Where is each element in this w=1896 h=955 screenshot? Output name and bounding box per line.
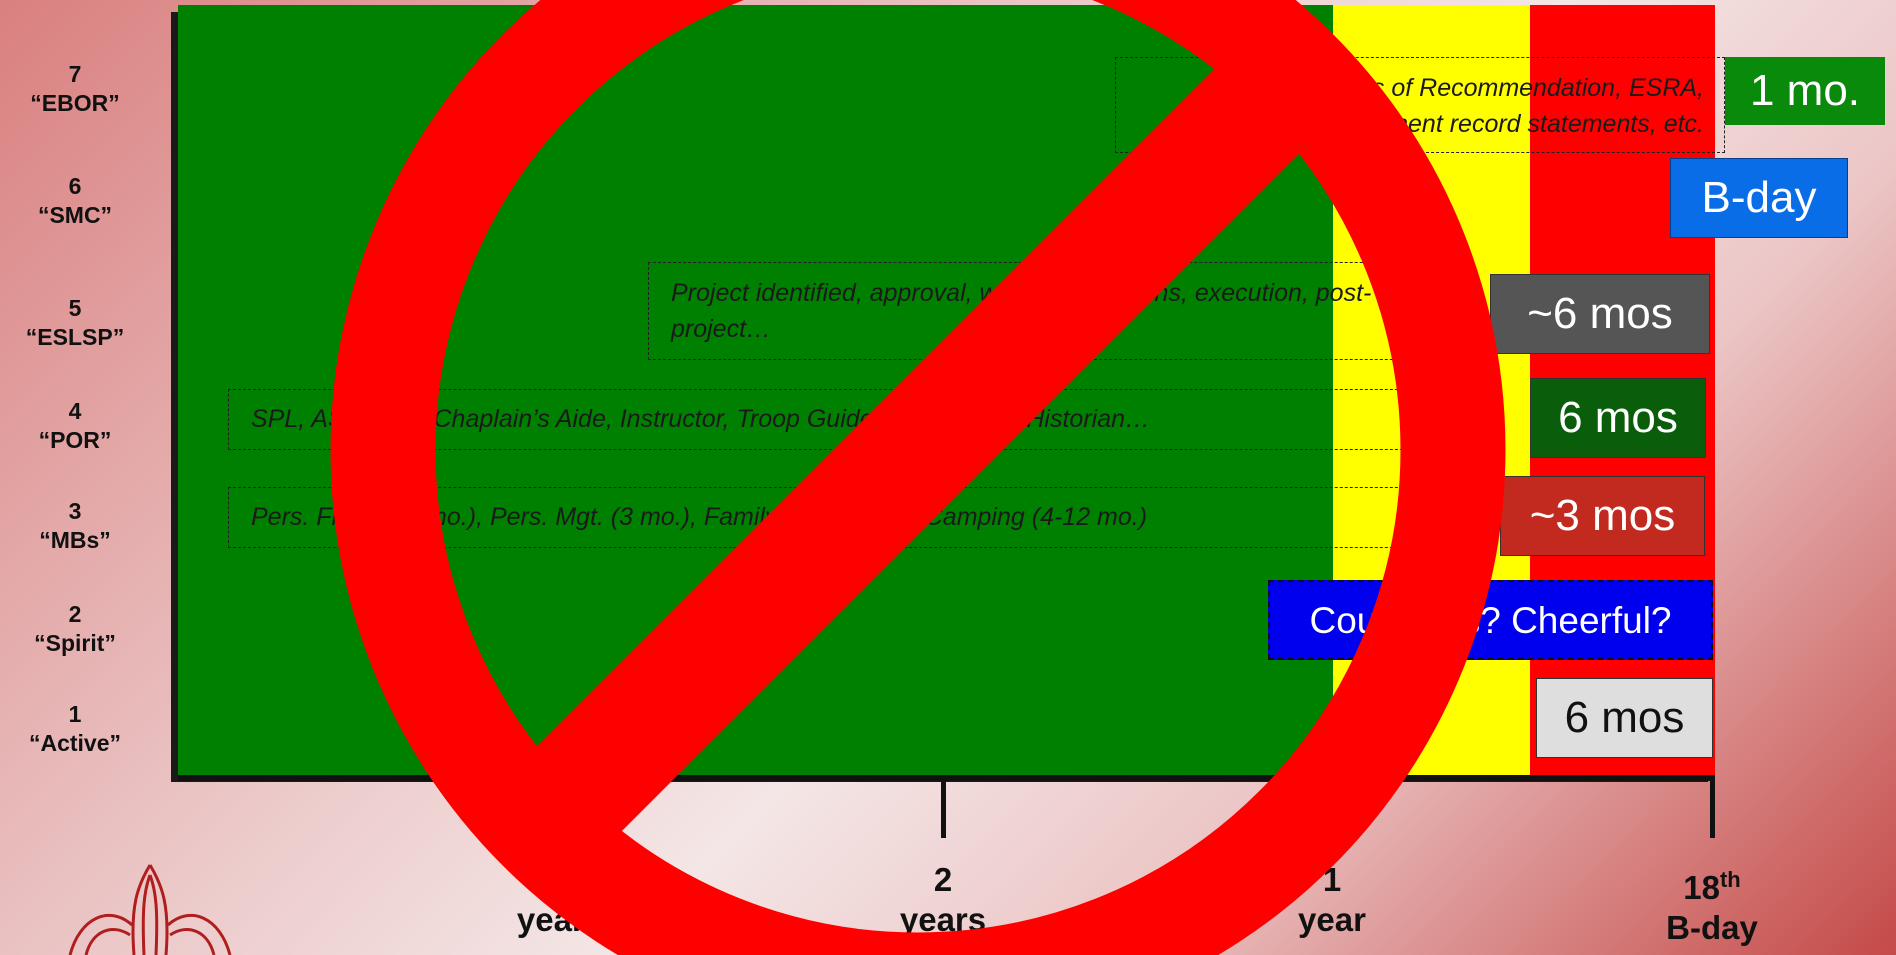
timeline-axis	[178, 775, 1715, 781]
smc-duration: B-day	[1670, 158, 1848, 238]
por-duration: 6 mos	[1530, 378, 1706, 458]
spirit-duration: Courteous? Cheerful?	[1268, 580, 1713, 660]
req-4-label: 4 “POR”	[38, 398, 112, 453]
label-2-years: 2 years	[899, 861, 987, 938]
prohibited-slash	[497, 29, 1339, 871]
req-3-label: 3 “MBs”	[39, 498, 111, 553]
mbs-duration: ~3 mos	[1500, 476, 1705, 556]
req-7-label: 7 “EBOR”	[30, 61, 120, 116]
tick-2-years	[941, 778, 946, 838]
prohibited-circle	[330, 0, 1506, 955]
eslsp-duration: ~6 mos	[1490, 274, 1710, 354]
active-duration: 6 mos	[1536, 678, 1713, 758]
ebor-duration: 1 mo.	[1725, 57, 1885, 125]
label-18th-bday: 18th B-day	[1666, 867, 1758, 946]
req-2-label: 2 “Spirit”	[34, 601, 116, 656]
fleur-de-lis-logo	[68, 864, 232, 955]
tick-18th-bday	[1710, 778, 1715, 838]
req-5-label: 5 “ESLSP”	[25, 295, 125, 350]
req-1-label: 1 “Active”	[28, 701, 122, 756]
label-1-year: 1 year	[1298, 861, 1366, 938]
req-6-label: 6 “SMC”	[37, 173, 113, 228]
